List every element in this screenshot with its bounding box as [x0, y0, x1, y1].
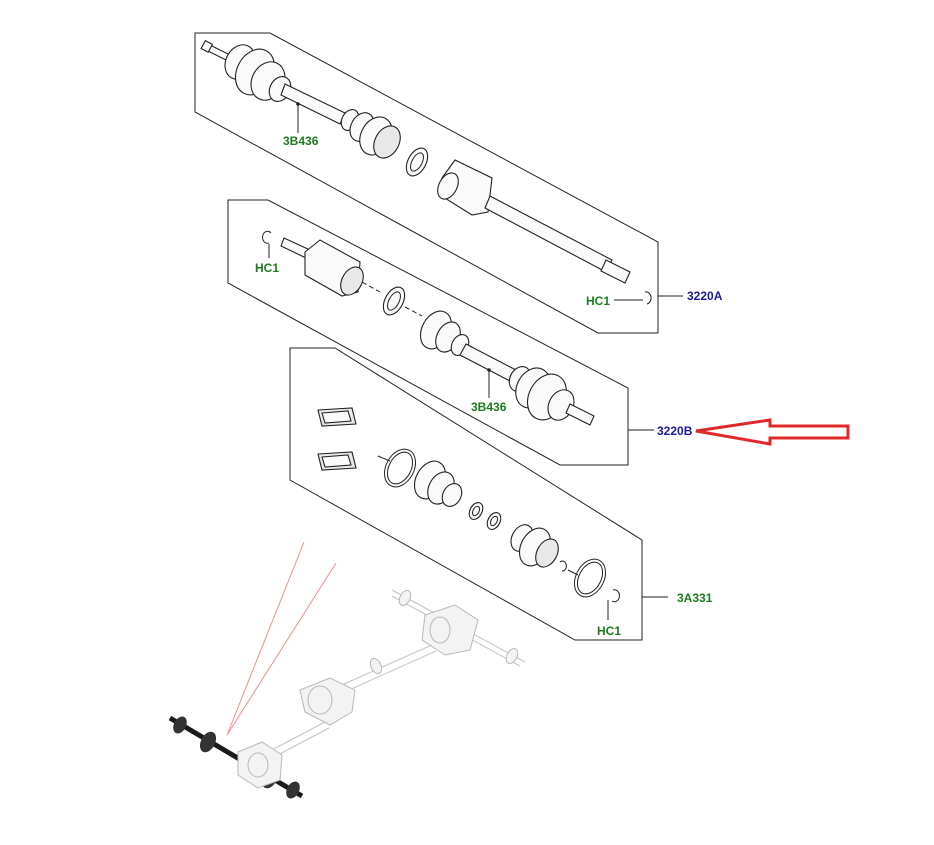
- rear-axle-highlight: [168, 715, 304, 799]
- cv-boot: [413, 460, 463, 507]
- label-boot-upper: 3B436: [283, 134, 319, 148]
- cv-boot: [510, 524, 559, 568]
- outer-cv-boot: [508, 366, 575, 421]
- grease-packet-icon: [317, 451, 357, 471]
- boot-clamp-ring: [573, 558, 607, 598]
- guide-line: [226, 562, 337, 736]
- label-boot-middle: 3B436: [471, 400, 507, 414]
- group-frame-3A331: [289, 347, 643, 641]
- inner-cv-boot: [340, 109, 401, 159]
- tripod-housing: [437, 159, 493, 216]
- label-boot-kit: 3A331: [677, 591, 713, 605]
- group-frame-3220A: [194, 32, 659, 334]
- small-clamp-ring: [468, 502, 484, 520]
- boot-clamp-ring: [383, 448, 417, 488]
- grease-packet-icon: [317, 407, 357, 427]
- group-frame-3220B: [227, 199, 629, 466]
- seal-ring: [382, 286, 406, 316]
- driveshaft-front-assembly: [200, 39, 683, 305]
- label-assembly-front: 3220A: [687, 289, 723, 303]
- highlight-arrow-icon: [695, 418, 850, 446]
- circlip-icon: [644, 291, 652, 305]
- outer-cv-boot: [224, 44, 292, 102]
- small-clamp-ring: [486, 512, 502, 530]
- guide-line: [226, 541, 305, 736]
- tripod-housing: [304, 239, 364, 297]
- drivetrain-overview: [168, 589, 526, 799]
- circlip-icon: [262, 230, 272, 244]
- driveshaft-rear-assembly: [262, 230, 654, 431]
- seal-ring: [405, 147, 429, 177]
- label-clip-lower: HC1: [597, 624, 621, 638]
- boot-kit: [317, 407, 668, 620]
- label-clip-upper: HC1: [586, 294, 610, 308]
- label-clip-left: HC1: [255, 261, 279, 275]
- circlip-icon: [611, 589, 620, 603]
- label-assembly-rear: 3220B: [657, 424, 693, 438]
